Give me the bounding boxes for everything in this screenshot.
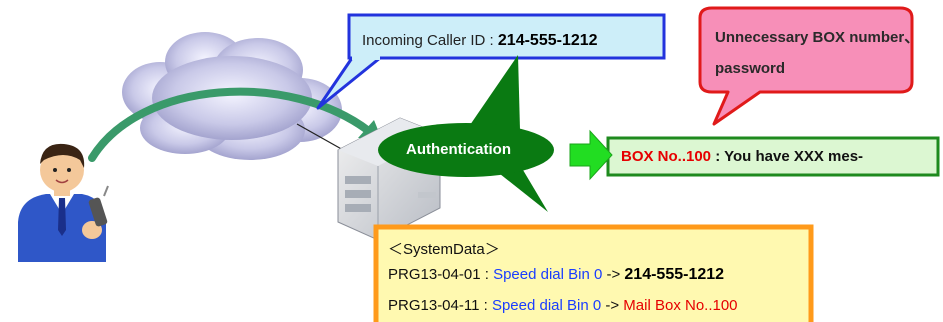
arrow-text: -> bbox=[601, 297, 624, 314]
program-code: PRG13-04-01 : bbox=[388, 266, 494, 283]
result-message-text: : You have XXX mes- bbox=[711, 148, 864, 165]
program-code: PRG13-04-11 : bbox=[388, 297, 492, 314]
system-data-row: PRG13-04-01 : Speed dial Bin 0 -> 214-55… bbox=[388, 266, 724, 284]
caller-id-label: Incoming Caller ID : 214-555-1212 bbox=[362, 32, 598, 50]
system-data-header: ＜SystemData＞ bbox=[388, 241, 500, 258]
caller-id-callout bbox=[316, 13, 666, 110]
system-data-box bbox=[373, 224, 814, 322]
note-speech-bubble bbox=[698, 6, 914, 126]
system-data-row: PRG13-04-11 : Speed dial Bin 0 -> Mail B… bbox=[388, 297, 738, 314]
setting-value: Mail Box No..100 bbox=[623, 297, 738, 314]
setting-value: 214-555-1212 bbox=[624, 266, 725, 283]
authentication-bubble bbox=[378, 55, 554, 212]
network-cloud-icon bbox=[122, 32, 342, 160]
arrow-text: -> bbox=[602, 266, 625, 283]
result-box-number: BOX No..100 bbox=[621, 148, 712, 165]
authentication-label: Authentication bbox=[406, 141, 511, 158]
setting-label: Speed dial Bin 0 bbox=[491, 297, 602, 314]
note-line-1: Unnecessary BOX number、 bbox=[715, 29, 920, 46]
caller-id-number: 214-555-1212 bbox=[497, 32, 598, 49]
caller-id-prefix: Incoming Caller ID : bbox=[362, 32, 498, 49]
result-message: BOX No..100 : You have XXX mes- bbox=[621, 148, 863, 165]
forward-arrow-icon bbox=[569, 129, 613, 181]
note-line-2: password bbox=[715, 60, 786, 77]
setting-label: Speed dial Bin 0 bbox=[493, 266, 603, 283]
caller-person-icon bbox=[18, 143, 109, 262]
connector-line bbox=[296, 123, 346, 152]
